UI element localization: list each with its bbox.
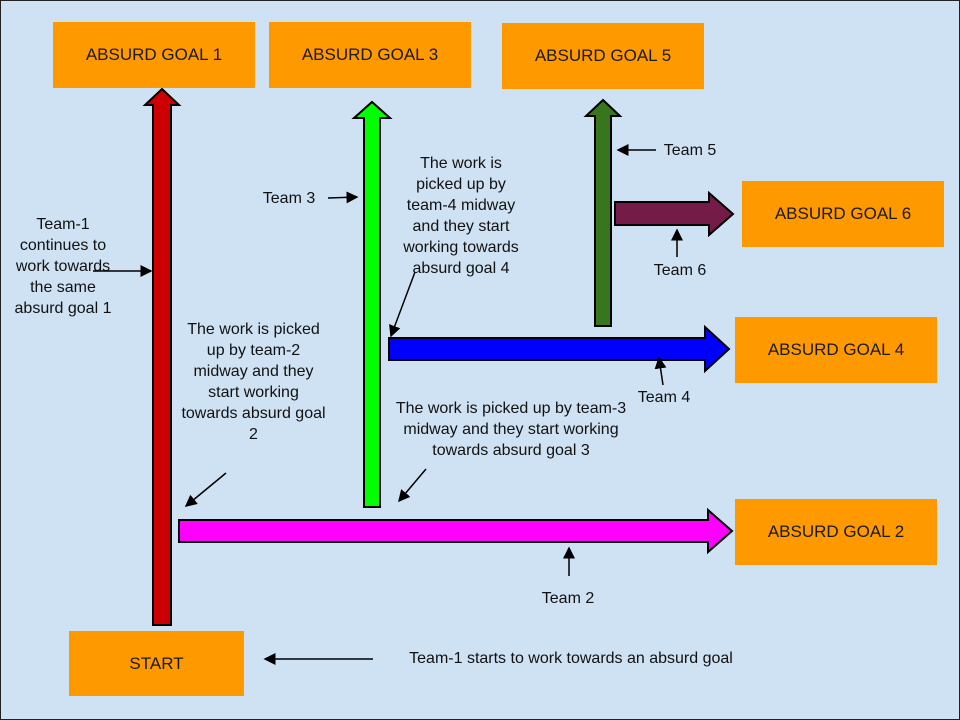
absurd-goal-4-box: ABSURD GOAL 4 [735, 317, 937, 383]
team1-arrow [142, 87, 182, 626]
team6-arrow [614, 190, 735, 238]
pointer-team4 [654, 356, 667, 386]
team3-label: Team 3 [262, 190, 316, 207]
pointer-team3-pickup [398, 468, 427, 503]
team4-arrow [388, 324, 731, 374]
absurd-goal-6-box: ABSURD GOAL 6 [742, 181, 944, 247]
team4-pickup-label: The work is picked up by team-4 midway a… [403, 155, 519, 277]
pointer-team2-pickup [184, 472, 227, 507]
team2-arrow [178, 507, 734, 555]
absurd-goal-5-box: ABSURD GOAL 5 [502, 23, 704, 89]
team4-label: Team 4 [637, 389, 691, 406]
start-box: START [69, 631, 244, 696]
team2-label: Team 2 [541, 590, 595, 607]
absurd-goal-1-box: ABSURD GOAL 1 [53, 22, 255, 88]
team5-arrow [583, 98, 623, 327]
team2-pickup-label: The work is picked up by team-2 midway a… [181, 321, 326, 443]
team6-label: Team 6 [653, 262, 707, 279]
absurd-goal-3-box: ABSURD GOAL 3 [269, 22, 471, 88]
team5-label: Team 5 [663, 142, 717, 159]
team1-continues-label: Team-1 continues to work towards the sam… [14, 216, 112, 317]
team1-starts-label: Team-1 starts to work towards an absurd … [409, 650, 733, 667]
team3-pickup-label: The work is picked up by team-3 midway a… [395, 400, 627, 459]
pointer-team4-pickup [389, 271, 416, 338]
pointer-team3 [327, 191, 359, 204]
team3-arrow [351, 100, 393, 508]
absurd-goal-2-box: ABSURD GOAL 2 [735, 499, 937, 565]
